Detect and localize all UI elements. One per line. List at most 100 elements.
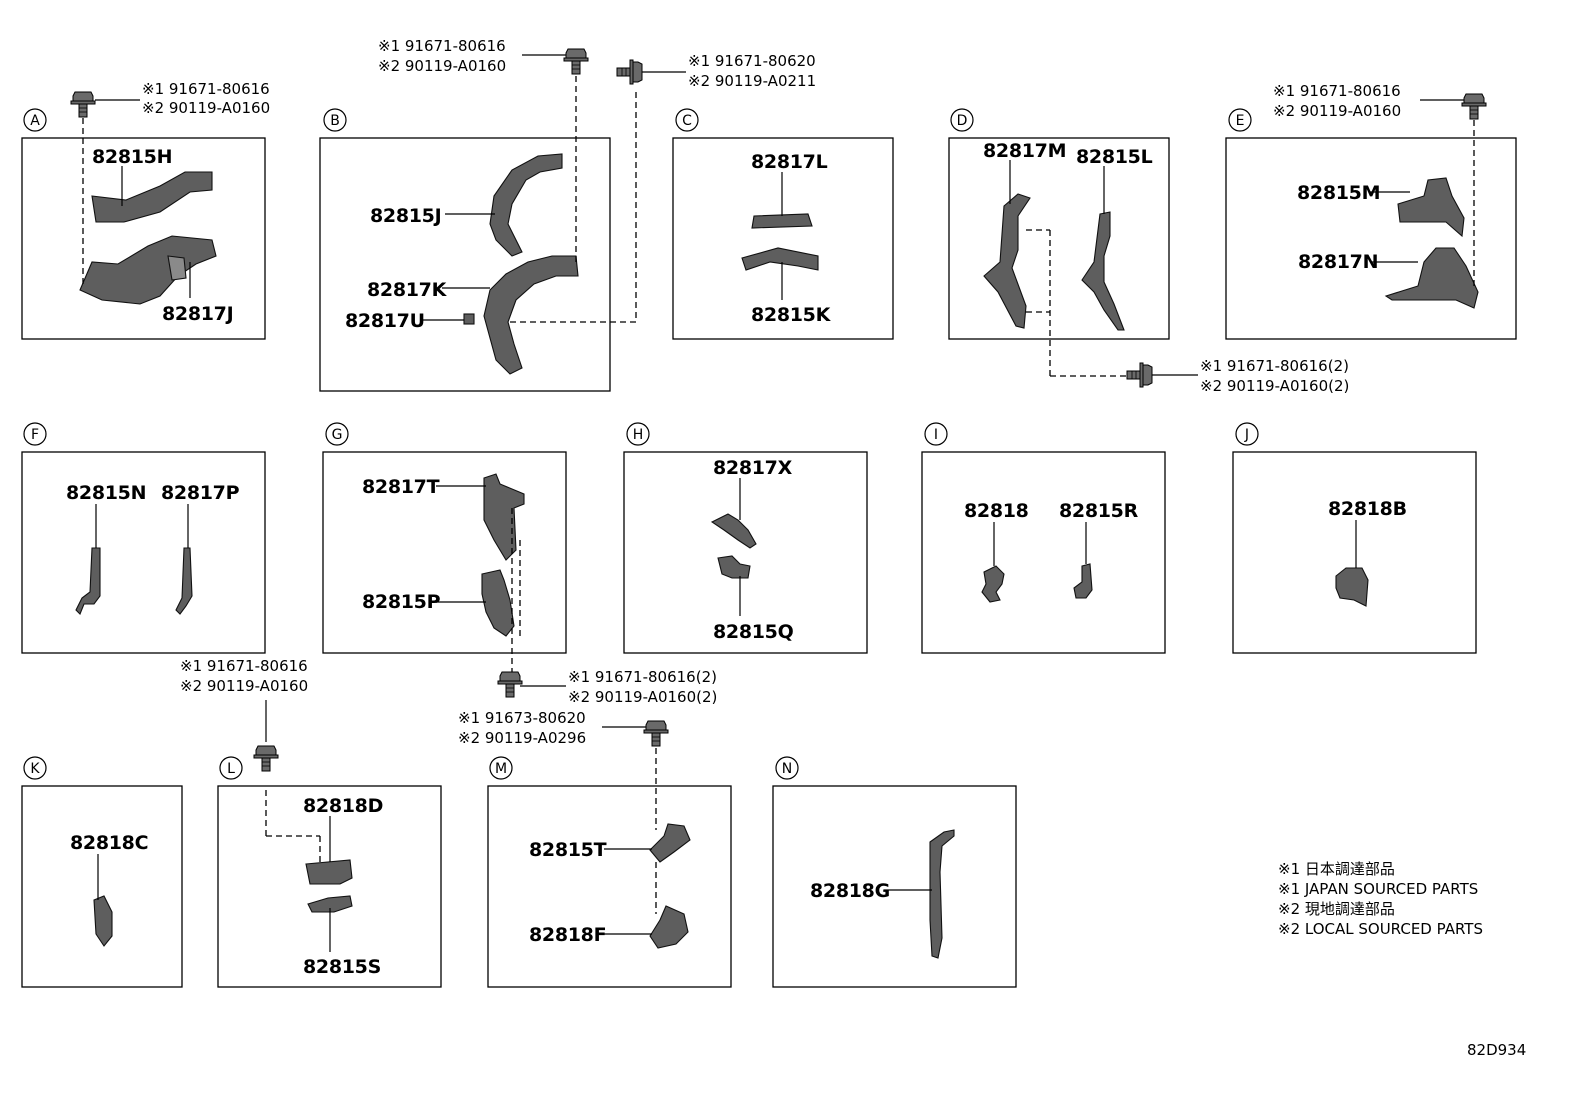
bracket-82815n[interactable] [75,547,101,615]
bolt-icon [616,59,643,85]
bracket-82817m[interactable] [983,193,1031,329]
bracket-82818b[interactable] [1335,567,1369,607]
panel-a: A 82815H 82817J ※1 91671-80616 ※2 90119-… [21,80,270,340]
panel-c-marker [675,108,699,132]
panel-h-box [623,451,868,654]
bracket-82818f[interactable] [649,905,689,949]
part-label-82817p: 82817P [161,482,240,504]
bolt-icon [70,91,96,118]
panel-h-letter: H [633,427,644,443]
part-label-82817u: 82817U [345,310,425,332]
fastener-a-line2: ※2 90119-A0160 [142,99,270,117]
panel-g-letter: G [332,427,343,443]
bracket-82815s[interactable] [307,895,353,913]
panel-l: L 82818D 82815S ※1 91671-80616 ※2 90119-… [180,657,442,988]
panel-n-letter: N [782,761,792,777]
panel-a-letter: A [30,113,40,129]
bracket-82818c[interactable] [93,895,113,947]
bolt-icon [253,745,279,772]
bracket-82817l[interactable] [751,213,813,229]
fastener-d-line2: ※2 90119-A0160(2) [1200,377,1349,395]
part-label-82817x: 82817X [713,457,793,479]
part-label-82815r: 82815R [1059,500,1139,522]
clip-82818d[interactable] [305,859,353,885]
bracket-82815j[interactable] [489,153,563,257]
bracket-82817k[interactable] [483,255,579,375]
part-label-82817k: 82817K [367,279,448,301]
bracket-82815r[interactable] [1073,563,1093,599]
bracket-82815k[interactable] [741,247,819,271]
panel-f-marker [23,422,47,446]
bracket-82817j[interactable] [79,235,217,305]
panel-i-letter: I [934,427,938,443]
part-label-82815h: 82815H [92,146,172,168]
part-label-82818f: 82818F [529,924,606,946]
fastener-d-line1: ※1 91671-80616(2) [1200,357,1349,375]
panel-b-box [319,137,611,392]
bracket-82817p[interactable] [175,547,193,615]
fastener-l-line1: ※1 91671-80616 [180,657,308,675]
part-label-82815j: 82815J [370,205,441,227]
fastener-m-line2: ※2 90119-A0296 [458,729,586,747]
part-label-82818c: 82818C [70,832,148,854]
bracket-82815l[interactable] [1081,211,1125,331]
part-label-82817t: 82817T [362,476,440,498]
fastener-e-line2: ※2 90119-A0160 [1273,102,1401,120]
diagram-code: 82D934 [1467,1041,1526,1059]
part-label-82818d: 82818D [303,795,383,817]
legend-line-2: ※1 JAPAN SOURCED PARTS [1278,880,1478,898]
part-label-82818g: 82818G [810,880,890,902]
legend-line-3: ※2 現地調達部品 [1278,900,1395,918]
part-label-82818: 82818 [964,500,1029,522]
bracket-82815h[interactable] [91,171,213,223]
panel-j-letter: J [1244,427,1249,443]
bolt-icon [1126,362,1153,388]
bracket-82817x[interactable] [710,513,757,549]
panel-h-marker [626,422,650,446]
panel-i-box [921,451,1166,654]
bracket-82815q[interactable] [717,555,751,579]
clip-82818[interactable] [981,565,1005,603]
fastener-e-line1: ※1 91671-80616 [1273,82,1401,100]
fastener-m-line1: ※1 91673-80620 [458,709,586,727]
panel-l-box [217,785,442,988]
part-label-82815q: 82815Q [713,621,794,643]
panel-d-marker [950,108,974,132]
legend: ※1 日本調達部品 ※1 JAPAN SOURCED PARTS ※2 現地調達… [1278,860,1483,938]
panel-d: D 82817M 82815L ※1 91671-80616(2) ※2 901… [948,108,1349,395]
panel-m-letter: M [495,761,507,777]
panel-a-box [21,137,266,340]
fastener-b1-line1: ※1 91671-80616 [378,37,506,55]
part-label-82817m: 82817M [983,140,1066,162]
bracket-82815p[interactable] [481,569,515,637]
panel-c: C 82817L 82815K [672,108,894,340]
part-label-82815m: 82815M [1297,182,1380,204]
panel-k-marker [23,756,47,780]
bracket-82815m[interactable] [1397,177,1465,238]
fastener-l-line2: ※2 90119-A0160 [180,677,308,695]
panel-i-marker [924,422,948,446]
bolt-icon [1461,93,1487,120]
panel-f-box [21,451,266,654]
panel-c-box [672,137,894,340]
panel-e-letter: E [1236,113,1245,129]
panel-g-box [322,451,567,654]
panel-e-marker [1228,108,1252,132]
part-label-82815p: 82815P [362,591,441,613]
panel-c-letter: C [682,113,692,129]
bracket-82815t[interactable] [649,823,691,863]
panel-j: J 82818B [1232,422,1477,654]
bracket-82817t[interactable] [483,473,525,561]
panel-n: N 82818G [772,756,1017,988]
panel-e-box [1225,137,1517,340]
part-label-82818b: 82818B [1328,498,1407,520]
part-label-82815k: 82815K [751,304,832,326]
panel-i: I 82818 82815R [921,422,1166,654]
panel-e: E 82815M 82817N ※1 91671-80616 ※2 90119-… [1225,82,1517,340]
clip-82817u[interactable] [463,313,475,325]
panel-b: B 82815J 82817K 82817U ※1 91671-80616 ※2… [319,37,816,392]
bracket-82818g[interactable] [929,829,955,959]
panel-d-box [948,137,1170,340]
bracket-82817n[interactable] [1384,247,1479,309]
